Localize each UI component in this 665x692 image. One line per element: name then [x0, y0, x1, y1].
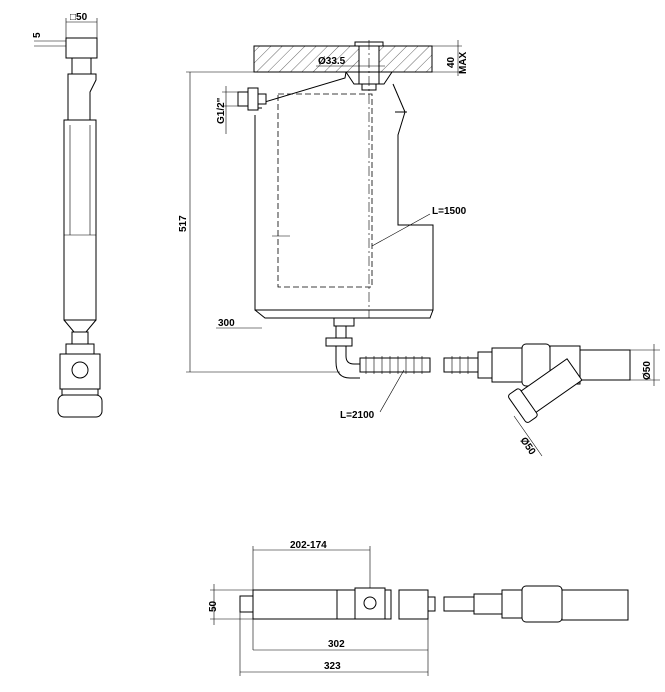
inlet-thread-label: G1/2" — [216, 97, 227, 124]
height-label: 517 — [178, 215, 189, 232]
branch-diameter-label: Ø50 — [518, 435, 538, 457]
side-width-label: □50 — [70, 12, 88, 23]
bottom-width-label: 300 — [218, 318, 235, 329]
cable-length-label: L=1500 — [432, 206, 467, 217]
pipe-diameter-label: Ø33.5 — [318, 56, 346, 67]
y-fitting — [477, 343, 631, 423]
total-length-label: 323 — [324, 661, 341, 672]
side-view: □50 5 — [32, 12, 103, 418]
wall-thickness-label: 40 — [446, 56, 457, 68]
outlet-diameter-label: Ø50 — [642, 361, 653, 380]
depth-label: 50 — [208, 600, 219, 612]
hose-length-label: L=2100 — [340, 410, 375, 421]
wall-thickness-suffix: MAX — [458, 51, 469, 74]
top-view: 202-174 50 302 323 — [208, 540, 629, 676]
front-view: Ø33.5 40 MAX G1/2" 517 L=1500 300 — [178, 40, 660, 458]
side-flange-label: 5 — [32, 32, 43, 38]
wall-section — [253, 45, 433, 73]
offset-label: 202-174 — [290, 540, 327, 551]
body-length-label: 302 — [328, 639, 345, 650]
drain-hose — [359, 356, 479, 374]
